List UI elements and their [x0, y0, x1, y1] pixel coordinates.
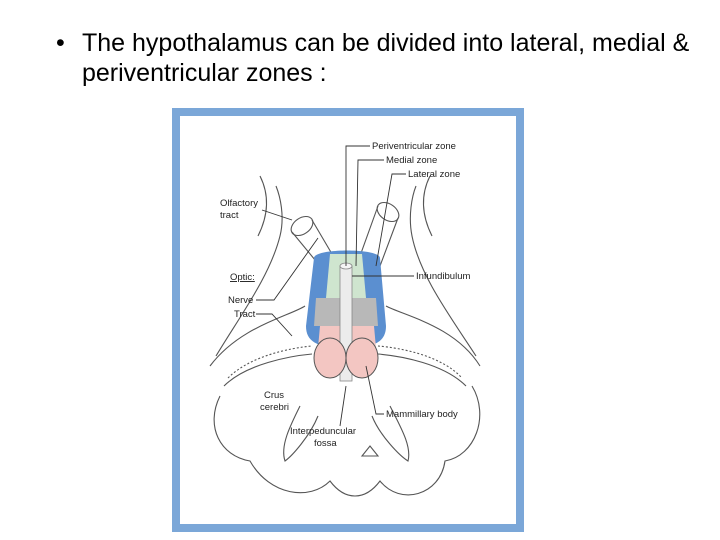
- label-cerebri: cerebri: [260, 402, 289, 413]
- label-infundibulum: Infundibulum: [416, 271, 470, 282]
- label-interpeduncular: Interpeduncular: [290, 426, 356, 437]
- label-nerve: Nerve: [228, 295, 253, 306]
- slide-bullet: • The hypothalamus can be divided into l…: [56, 28, 696, 88]
- label-tract: tract: [220, 210, 239, 221]
- label-optic: Optic:: [230, 272, 255, 283]
- label-mammillary-body: Mammillary body: [386, 409, 458, 420]
- hypothalamus-figure-frame: Periventricular zone Medial zone Lateral…: [172, 108, 524, 532]
- hypothalamus-diagram: Periventricular zone Medial zone Lateral…: [209, 141, 481, 497]
- label-fossa: fossa: [314, 438, 337, 449]
- label-lateral-zone: Lateral zone: [408, 169, 460, 180]
- label-periventricular-zone: Periventricular zone: [372, 141, 456, 152]
- bullet-text: The hypothalamus can be divided into lat…: [82, 29, 690, 87]
- label-olfactory: Olfactory: [220, 198, 258, 209]
- label-medial-zone: Medial zone: [386, 155, 437, 166]
- label-optic-tract: Tract: [234, 309, 256, 320]
- label-crus: Crus: [264, 390, 284, 401]
- bullet-marker: •: [56, 29, 65, 57]
